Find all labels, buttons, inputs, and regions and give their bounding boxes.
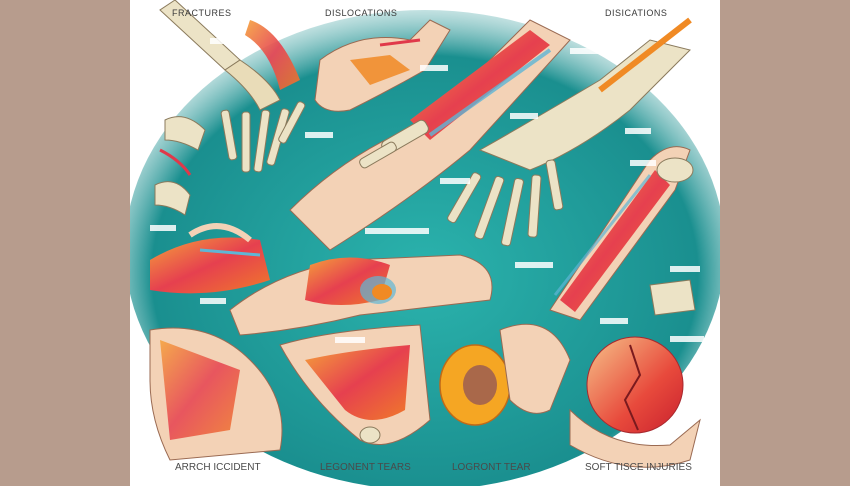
callout-tag <box>150 100 178 106</box>
callout-tag <box>150 225 176 231</box>
anatomy-illustration <box>130 0 720 486</box>
dislocation-hand-center <box>314 19 451 112</box>
peach-half <box>439 323 571 426</box>
center-forearm <box>289 19 571 251</box>
callout-tag <box>625 128 651 134</box>
caption-logront-tear: LOGRONT TEAR <box>452 462 531 473</box>
left-ligament-wrist <box>150 223 270 294</box>
fiber-fragment <box>649 279 696 316</box>
callout-tag <box>570 48 598 54</box>
callout-tag <box>670 336 704 342</box>
callout-tag <box>630 160 656 166</box>
callout-tag <box>440 178 470 184</box>
bottom-left-hand <box>149 327 283 461</box>
callout-tag <box>510 113 538 119</box>
heading-dislocations-right: DISICATIONS <box>605 8 668 18</box>
caption-arrch-iccident: ARRCH ICCIDENT <box>175 462 261 473</box>
caption-legonent-tears: LEGONENT TEARS <box>320 462 411 473</box>
bottom-center-ligament <box>279 324 431 445</box>
callout-tag <box>600 318 628 324</box>
heading-fractures: FRACTURES <box>172 8 232 18</box>
callout-tag <box>365 228 429 234</box>
right-skeletal-hand <box>447 17 692 247</box>
caption-soft-tissue-injuries: SOFT TISCE INJURIES <box>585 462 692 473</box>
fruit-with-crack <box>569 336 701 468</box>
callout-tag <box>515 262 553 268</box>
callout-tag <box>420 65 448 71</box>
fracture-hand-bones <box>159 0 306 173</box>
callout-tag <box>670 266 700 272</box>
heading-dislocations: DISLOCATIONS <box>325 8 398 18</box>
right-forearm-muscle <box>549 146 694 321</box>
bone-fragments <box>154 116 206 216</box>
callout-tag <box>210 38 234 44</box>
callout-tag <box>305 132 333 138</box>
callout-tag <box>335 337 365 343</box>
callout-tag <box>200 298 226 304</box>
middle-wrist-hand <box>229 254 493 336</box>
illustration-sheet: FRACTURES DISLOCATIONS DISICATIONS ARRCH… <box>130 0 720 486</box>
